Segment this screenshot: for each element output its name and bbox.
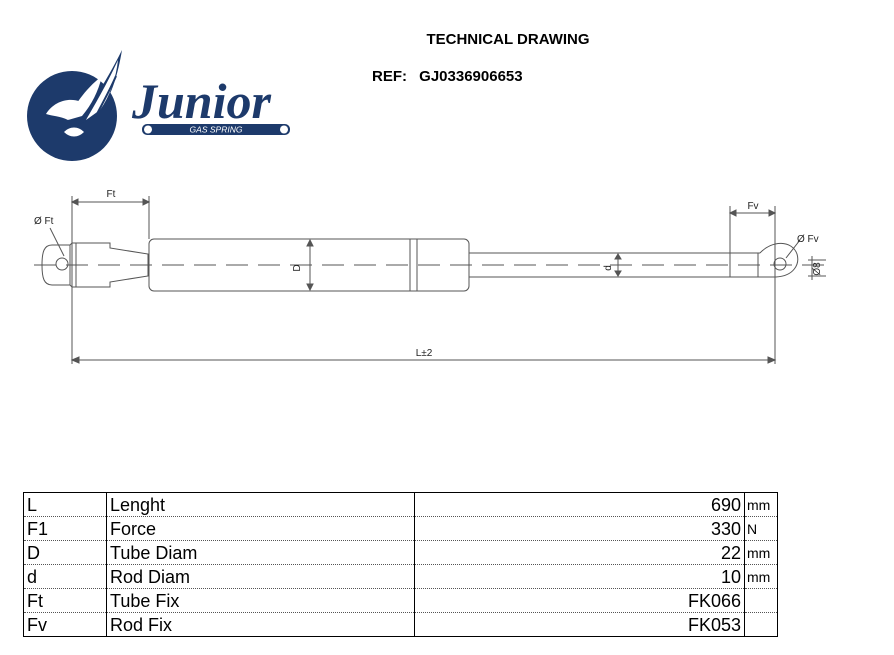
label-rod-diameter: d	[603, 265, 614, 271]
rod-end-fitting	[759, 242, 799, 278]
label-ft: Ft	[107, 189, 116, 200]
label-fv: Fv	[747, 201, 758, 212]
label-phi-fv: Ø Fv	[797, 234, 819, 245]
spec-value: 22	[414, 540, 745, 565]
document-title: TECHNICAL DRAWING	[426, 31, 590, 48]
spec-code: L	[23, 492, 107, 517]
spec-name: Tube Diam	[106, 540, 415, 565]
spec-value: 330	[414, 516, 745, 541]
spec-unit: mm	[744, 540, 778, 565]
table-row: L Lenght 690 mm	[23, 492, 778, 517]
spec-unit	[744, 588, 778, 613]
logo-wordmark: Junior	[131, 73, 272, 129]
spec-value: 10	[414, 564, 745, 589]
spec-code: D	[23, 540, 107, 565]
spec-code: d	[23, 564, 107, 589]
spec-value: 690	[414, 492, 745, 517]
gas-spring-drawing: Ft Fv Ø Ft Ø Fv D d L±2 Ø8	[34, 189, 832, 364]
table-row: D Tube Diam 22 mm	[23, 540, 778, 565]
eagle-emblem-icon	[27, 50, 122, 161]
spec-name: Force	[106, 516, 415, 541]
table-row: d Rod Diam 10 mm	[23, 564, 778, 589]
spec-unit	[745, 613, 778, 637]
label-tube-diameter: D	[292, 264, 303, 271]
spec-name: Lenght	[106, 492, 415, 517]
reference-number: GJ0336906653	[419, 68, 523, 85]
table-row: Fv Rod Fix FK053	[23, 612, 778, 637]
spec-value: FK066	[414, 588, 745, 613]
spec-value: FK053	[414, 612, 745, 637]
label-length: L±2	[416, 348, 433, 359]
main-tube	[148, 238, 470, 292]
spec-unit: mm	[744, 492, 778, 517]
junior-logo: Junior GAS SPRING	[27, 50, 290, 161]
table-row: F1 Force 330 N	[23, 516, 778, 541]
reference-label: REF:	[372, 68, 407, 85]
reference-line: REF: GJ0336906653	[372, 68, 523, 85]
spec-name: Rod Fix	[106, 612, 415, 637]
spec-code: F1	[23, 516, 107, 541]
spec-unit: mm	[744, 564, 778, 589]
tube-end-fitting	[41, 242, 149, 288]
logo-tagline: GAS SPRING	[190, 125, 243, 135]
spec-name: Tube Fix	[106, 588, 415, 613]
spec-code: Ft	[23, 588, 107, 613]
spec-code: Fv	[23, 612, 107, 637]
spec-name: Rod Diam	[106, 564, 415, 589]
table-row: Ft Tube Fix FK066	[23, 588, 778, 613]
spec-table: L Lenght 690 mm F1 Force 330 N D Tube Di…	[23, 492, 778, 637]
label-small-diameter: Ø8	[812, 262, 823, 276]
spec-unit: N	[744, 516, 778, 541]
label-phi-ft: Ø Ft	[34, 216, 54, 227]
